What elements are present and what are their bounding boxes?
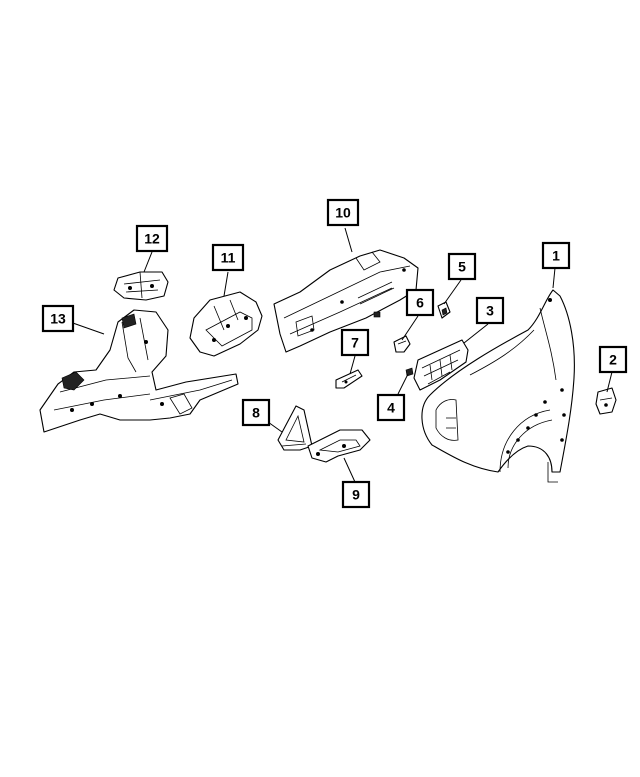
fender-part: [421, 289, 575, 483]
callout-7: 7: [340, 328, 370, 357]
callout-9-label: 9: [352, 487, 360, 503]
callout-1-label: 1: [552, 248, 560, 264]
reinforcement-plate-part-9: [307, 429, 371, 463]
callout-2-label: 2: [609, 352, 617, 368]
callout-1: 1: [541, 241, 571, 270]
bracket-part-6: [393, 335, 411, 353]
leader-6: [401, 315, 419, 341]
callout-10-label: 10: [335, 205, 351, 221]
leader-12: [143, 251, 153, 273]
callout-8-label: 8: [252, 405, 260, 421]
leader-2: [606, 371, 613, 393]
callout-8: 8: [241, 398, 271, 427]
callout-12-label: 12: [144, 231, 160, 247]
callout-4-label: 4: [387, 400, 395, 416]
bracket-part-2: [595, 387, 617, 415]
callout-9: 9: [341, 480, 371, 509]
top-cap-part-12: [113, 271, 169, 301]
leader-7: [349, 355, 356, 375]
shock-tower-part-11: [189, 291, 263, 357]
callout-10: 10: [326, 198, 360, 227]
callout-12: 12: [135, 224, 169, 253]
callout-6: 6: [405, 288, 435, 317]
bracket-part-7: [335, 369, 363, 389]
callout-13-label: 13: [50, 311, 66, 327]
callout-2: 2: [598, 345, 628, 374]
leader-8: [267, 421, 283, 433]
leader-13: [69, 321, 105, 335]
callout-5-label: 5: [458, 259, 466, 275]
leader-9: [343, 457, 356, 483]
leader-3: [463, 323, 489, 344]
callout-11: 11: [211, 243, 245, 272]
callout-7-label: 7: [351, 335, 359, 351]
callout-13: 13: [41, 304, 75, 333]
callout-3: 3: [475, 296, 505, 325]
callout-3-label: 3: [486, 303, 494, 319]
fender-support-part-3: [413, 339, 469, 391]
brace-part-8: [277, 405, 313, 451]
bracket-part-5: [437, 301, 451, 319]
leader-5: [443, 279, 462, 305]
leader-11: [223, 271, 229, 297]
callout-4: 4: [376, 393, 406, 422]
leader-10: [344, 227, 353, 253]
callout-6-label: 6: [416, 295, 424, 311]
callout-5: 5: [447, 252, 477, 281]
callout-11-label: 11: [221, 250, 236, 266]
leader-1: [552, 267, 556, 289]
leader-4: [397, 373, 409, 395]
frame-rail-part-13: [39, 309, 239, 433]
leader-lines: [69, 227, 613, 483]
